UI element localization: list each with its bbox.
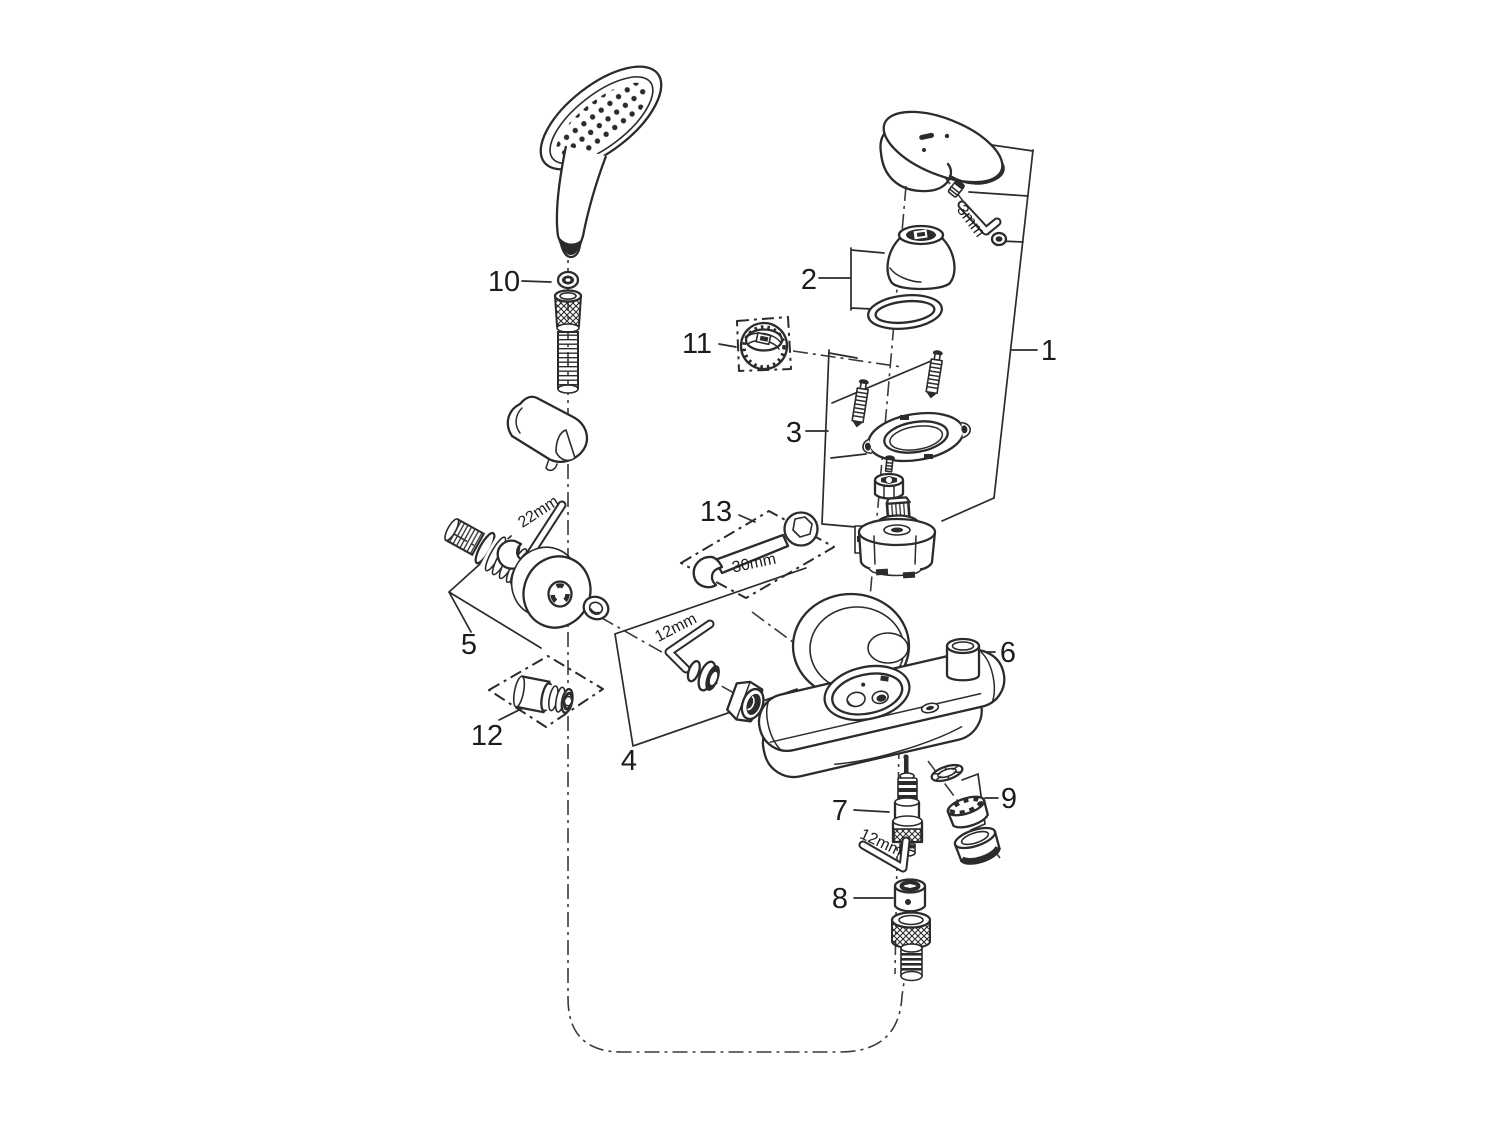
mounting-screw-left [851, 379, 869, 428]
tool-box-11 [736, 316, 792, 372]
escutcheon-flange-ring [862, 411, 971, 463]
part-label-4: 4 [621, 745, 637, 777]
grub-screw [947, 179, 965, 198]
mounting-screw-right [925, 350, 943, 399]
part-label-6: 6 [1000, 637, 1016, 669]
leader-11 [718, 343, 737, 348]
escutcheon-washer [582, 595, 610, 621]
service-knob-part-11 [739, 321, 789, 371]
hose-washer-part-10 [556, 270, 580, 290]
lever-handle [879, 110, 1005, 193]
aerator-insert [946, 795, 989, 829]
part-label-1: 1 [1041, 335, 1057, 367]
part-label-12: 12 [471, 720, 503, 752]
spout-hole [920, 702, 940, 714]
part-label-8: 8 [832, 883, 848, 915]
allen-key-12mm-inlet [664, 619, 715, 674]
hose-nipple [890, 911, 932, 982]
bracket-lines [447, 143, 1038, 899]
shower-wall-holder [506, 395, 589, 472]
plug-part-6 [945, 637, 981, 682]
stem-nut [873, 472, 905, 500]
aerator-housing [953, 826, 1001, 865]
check-valve-seal [686, 660, 720, 692]
flange-screw [884, 455, 895, 473]
part-label-10: 10 [488, 266, 520, 298]
tool-box-12 [488, 655, 604, 728]
main-vertical-axis [863, 185, 907, 667]
hose-routing-outline [567, 240, 907, 1053]
hand-shower [539, 65, 663, 259]
part-label-5: 5 [461, 629, 477, 661]
union-nut [726, 680, 765, 723]
hose-corrugation [557, 331, 579, 389]
bracket-2 [818, 247, 885, 311]
outlet-adapter-part-8 [893, 878, 927, 913]
wrench-22mm [496, 500, 567, 570]
part-label-9: 9 [1001, 783, 1017, 815]
part-label-13: 13 [700, 496, 732, 528]
diverter-dome [867, 632, 909, 664]
cartridge-seat [823, 664, 911, 722]
aerator-washer [930, 763, 964, 783]
leader-10 [521, 280, 552, 283]
bracket-3 [805, 349, 932, 528]
tool-box-13 [680, 510, 835, 599]
part-number-labels: 1 2 3 4 5 6 7 8 9 10 11 12 13 [461, 264, 1057, 915]
part-label-3: 3 [786, 417, 802, 449]
shower-hose [553, 289, 583, 394]
aerator-set [930, 763, 1001, 865]
part-label-11: 11 [682, 328, 712, 360]
part-label-2: 2 [801, 264, 817, 296]
wall-escutcheon [510, 546, 592, 629]
handle-logo-slot [919, 132, 934, 140]
shower-nozzle-field [556, 82, 649, 160]
dome-cap [886, 224, 956, 291]
diverter-cartridge [891, 754, 924, 857]
part-label-7: 7 [832, 795, 848, 827]
leader-7 [853, 809, 890, 813]
knob-11-leader [792, 350, 903, 368]
shower-handle-outlet [560, 238, 581, 255]
faucet-body [757, 592, 1006, 779]
o-ring [867, 293, 943, 331]
adapter-part-12 [512, 675, 574, 714]
cartridge [854, 496, 937, 579]
handle-fixing-set [947, 179, 1008, 247]
shower-handle [555, 145, 608, 259]
bracket-1 [941, 143, 1038, 522]
allen-key-12mm-outlet [858, 836, 911, 873]
wrench-30mm [692, 511, 819, 589]
